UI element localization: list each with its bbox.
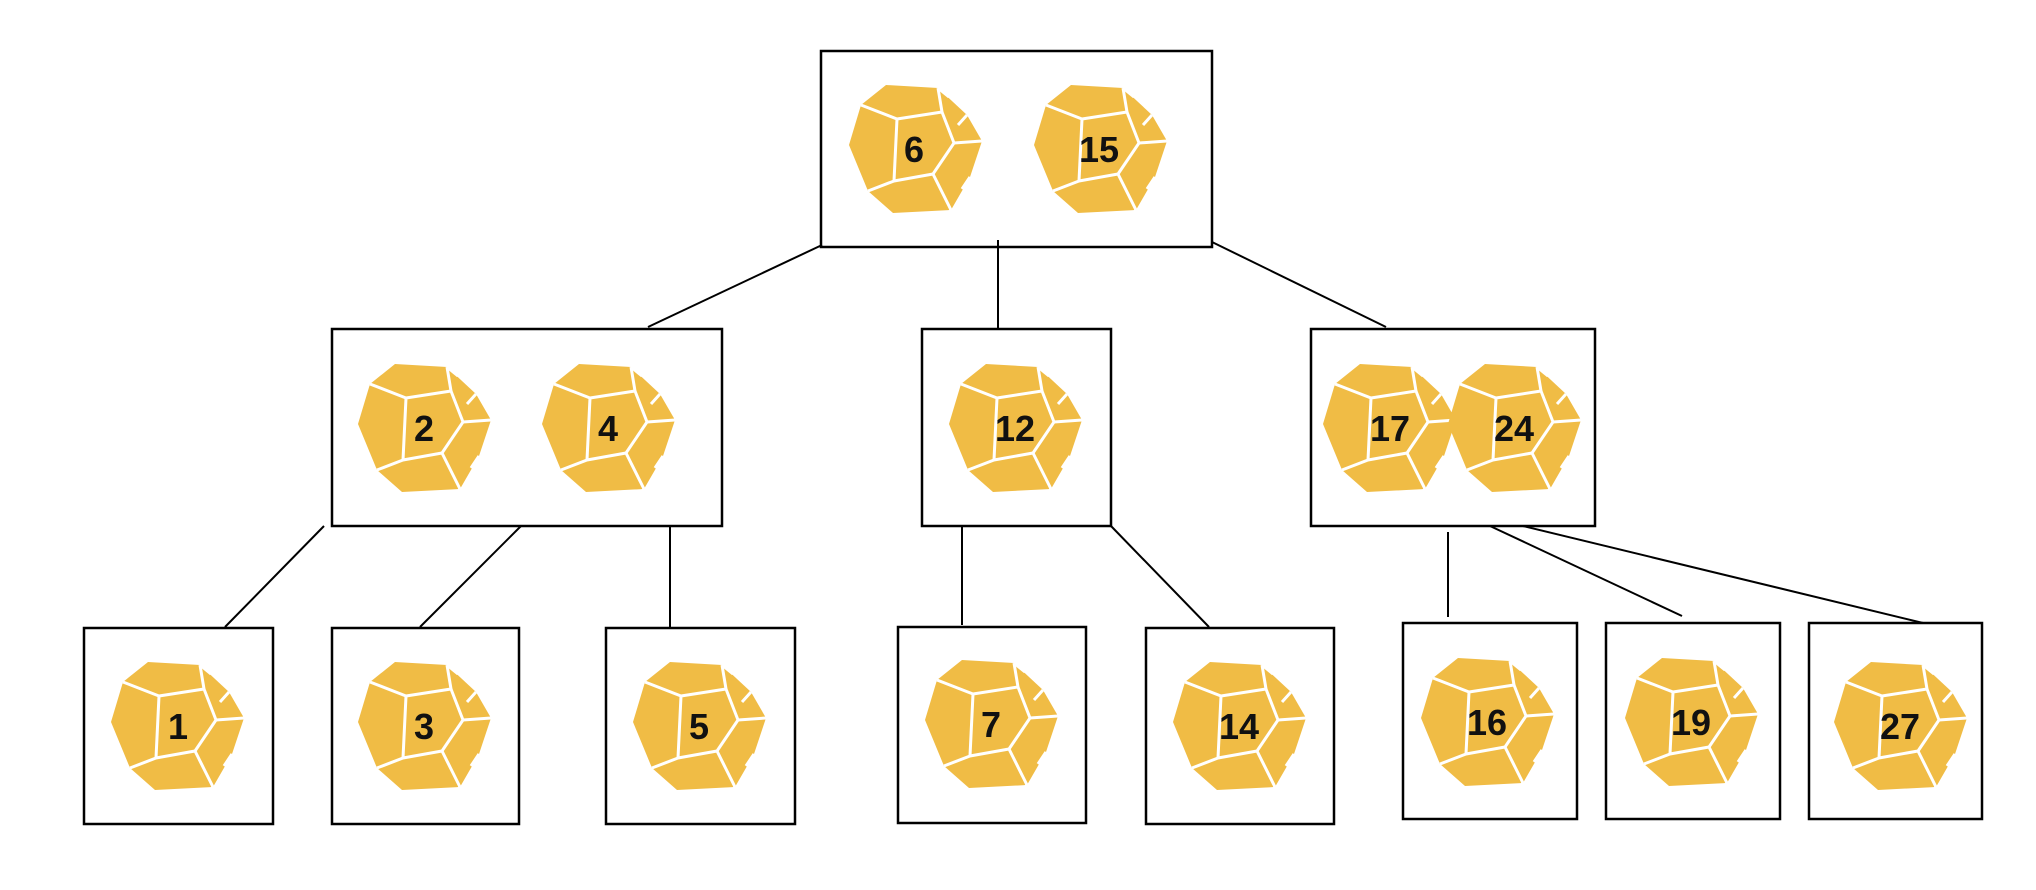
key-die-6: 6	[847, 83, 984, 217]
key-die-12: 12	[947, 362, 1084, 496]
key-label-3: 3	[414, 706, 434, 747]
key-die-15: 15	[1032, 83, 1169, 217]
edge-middle-leaf14	[1110, 525, 1210, 628]
leaf-3-box	[330, 626, 521, 826]
leaf-16-box	[1401, 621, 1579, 821]
leaf-5-box	[604, 626, 797, 826]
edge-left-leaf1	[224, 525, 325, 628]
key-die-27: 27	[1832, 660, 1969, 794]
key-label-4: 4	[598, 408, 618, 449]
key-label-27: 27	[1880, 706, 1920, 747]
key-die-2: 2	[356, 362, 493, 496]
key-label-5: 5	[689, 706, 709, 747]
key-die-14: 14	[1171, 660, 1308, 794]
key-label-12: 12	[995, 408, 1035, 449]
key-label-1: 1	[168, 706, 188, 747]
edge-right-leaf19	[1489, 525, 1683, 617]
key-die-1: 1	[109, 660, 246, 794]
key-label-16: 16	[1467, 702, 1507, 743]
node-root-box	[819, 49, 1214, 249]
key-label-17: 17	[1370, 408, 1410, 449]
leaf-1-box	[82, 626, 275, 826]
leaf-7-box	[896, 625, 1088, 825]
key-label-15: 15	[1079, 129, 1119, 170]
edge-right-leaf27	[1522, 525, 1924, 624]
key-die-19: 19	[1623, 656, 1760, 790]
key-die-24: 24	[1446, 362, 1583, 496]
leaf-14-box	[1144, 626, 1336, 826]
key-die-3: 3	[356, 660, 493, 794]
leaf-19-box	[1604, 621, 1782, 821]
node-right-box	[1309, 327, 1597, 528]
key-label-14: 14	[1219, 706, 1259, 747]
edge-root-left	[647, 244, 823, 328]
node-left-box	[330, 327, 724, 528]
key-die-5: 5	[631, 660, 768, 794]
key-die-7: 7	[923, 658, 1060, 792]
key-label-24: 24	[1494, 408, 1534, 449]
leaf-27-box	[1807, 621, 1984, 821]
key-die-4: 4	[540, 362, 677, 496]
key-die-17: 17	[1321, 362, 1458, 496]
edge-left-leaf3	[419, 525, 522, 628]
key-label-19: 19	[1671, 702, 1711, 743]
node-middle-box	[920, 327, 1113, 528]
key-label-6: 6	[904, 129, 924, 170]
key-label-7: 7	[981, 704, 1001, 745]
edge-root-right	[1211, 241, 1387, 328]
key-label-2: 2	[414, 408, 434, 449]
key-die-16: 16	[1419, 656, 1556, 790]
